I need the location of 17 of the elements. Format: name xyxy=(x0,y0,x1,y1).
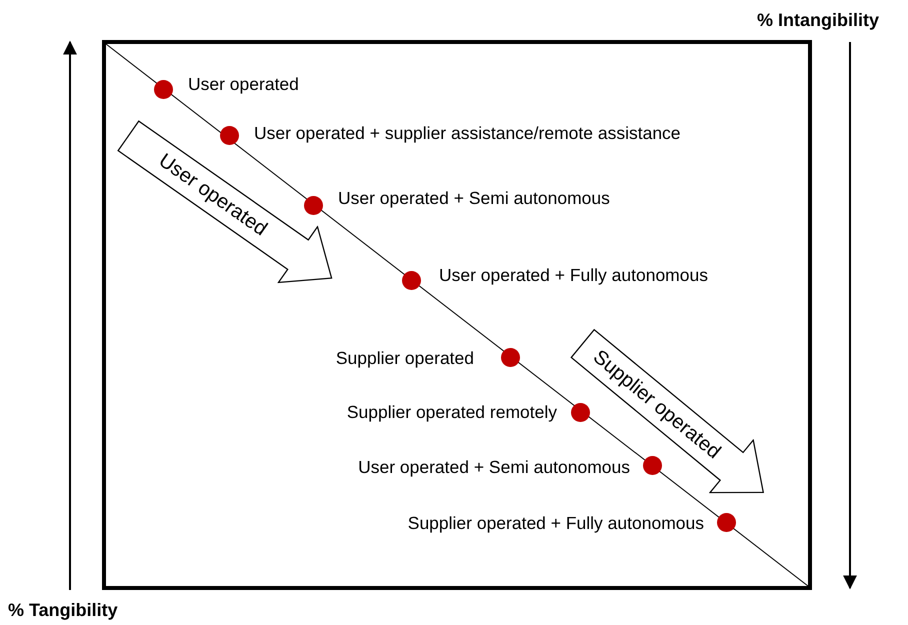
point-label: Supplier operated + Fully autonomous xyxy=(408,512,704,534)
marker-dot xyxy=(402,270,420,290)
point-label: User operated + Semi autonomous xyxy=(338,187,610,209)
point-label: User operated + supplier assistance/remote assistance xyxy=(254,122,681,144)
marker-dot xyxy=(716,512,736,532)
point-label: User operated + Semi autonomous xyxy=(358,456,630,478)
point-label: Supplier operated xyxy=(336,347,474,369)
marker-dot xyxy=(500,348,520,366)
axis-label: % Tangibility xyxy=(8,600,118,621)
marker-dot xyxy=(154,80,172,98)
marker-dot xyxy=(304,196,322,214)
point-label: User operated + Fully autonomous xyxy=(439,264,708,286)
point-label: Supplier operated remotely xyxy=(346,401,557,423)
point-label: User operated xyxy=(188,73,299,95)
marker-dot xyxy=(220,126,238,144)
marker-dot xyxy=(570,402,590,422)
axis-label: % Intangibility xyxy=(757,10,880,31)
